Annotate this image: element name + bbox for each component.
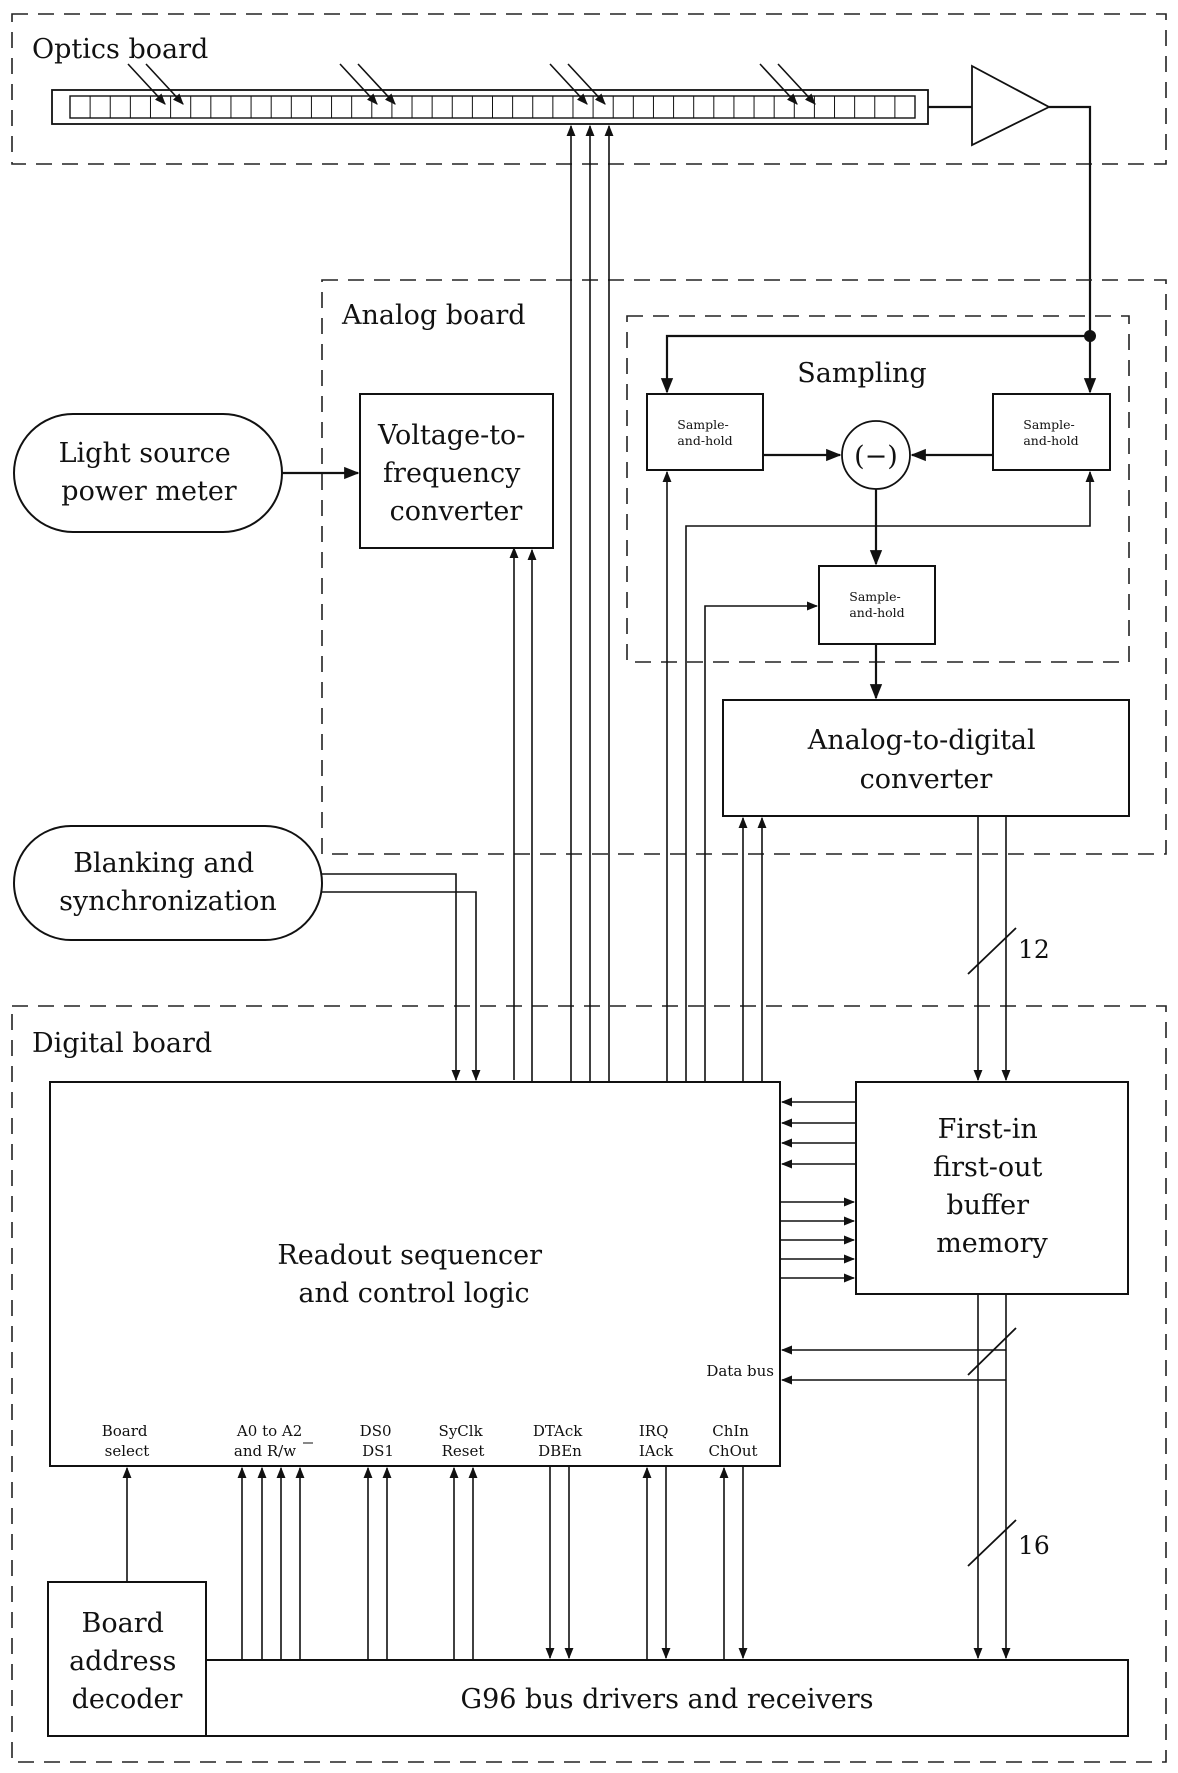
sampling-label: Sampling xyxy=(797,358,926,389)
chin-label: ChIn ChOut xyxy=(708,1422,757,1460)
signal-wires xyxy=(122,124,1095,1661)
bus-drivers-label: G96 bus drivers and receivers xyxy=(461,1684,874,1715)
sh-left-label: Sample- and-hold xyxy=(677,417,732,448)
analog-to-digital-converter xyxy=(722,699,1130,817)
analog-board-label: Analog board xyxy=(341,300,526,331)
sensor-array xyxy=(51,89,929,125)
subtractor-label: (−) xyxy=(854,441,898,472)
sh-right-label: Sample- and-hold xyxy=(1023,417,1078,448)
digital-board-region xyxy=(11,1005,1167,1763)
data-bus-label: Data bus xyxy=(706,1362,774,1380)
fifo-label: First-in first-out buffer memory xyxy=(933,1114,1051,1259)
board-address-decoder xyxy=(47,1581,207,1737)
dtack-label: DTAck DBEn xyxy=(533,1422,587,1460)
analog-board-region xyxy=(321,279,1167,855)
voltage-to-frequency-converter xyxy=(359,393,554,549)
amplifier-icon xyxy=(971,64,1051,147)
clk-label: SyClk Reset xyxy=(439,1422,488,1460)
readout-sequencer xyxy=(49,1081,781,1467)
board-select-label: Board select xyxy=(102,1422,153,1460)
fifo-buffer-memory xyxy=(855,1081,1129,1295)
sampling-region xyxy=(626,315,1130,663)
digital-board-label: Digital board xyxy=(32,1028,212,1059)
light-source-power-meter xyxy=(13,413,283,533)
sample-and-hold-bottom xyxy=(818,565,936,645)
blanking-and-synchronization xyxy=(13,825,323,941)
vfc-label: Voltage-to- frequency converter xyxy=(377,420,534,527)
optics-board-region xyxy=(11,13,1167,165)
sample-and-hold-left xyxy=(646,393,764,471)
bus-width-16: 16 xyxy=(1018,1531,1050,1560)
blanking-label: Blanking and synchronization xyxy=(59,848,277,917)
adc-label: Analog-to-digital converter xyxy=(807,725,1045,795)
decoder-label: Board address decoder xyxy=(69,1608,185,1715)
irq-label: IRQ IAck xyxy=(639,1422,674,1460)
optics-board-label: Optics board xyxy=(32,34,208,65)
sh-bottom-label: Sample- and-hold xyxy=(849,589,904,620)
light-arrows xyxy=(127,63,816,105)
sequencer-label: Readout sequencer and control logic xyxy=(277,1240,550,1309)
light-source-label: Light source power meter xyxy=(59,438,240,507)
ds-label: DS0 DS1 xyxy=(360,1422,397,1460)
g96-bus-drivers xyxy=(205,1659,1129,1737)
addr-label: A0 to A2 and R/w xyxy=(234,1422,307,1460)
sample-and-hold-right xyxy=(992,393,1111,471)
bus-width-12: 12 xyxy=(1018,935,1050,964)
